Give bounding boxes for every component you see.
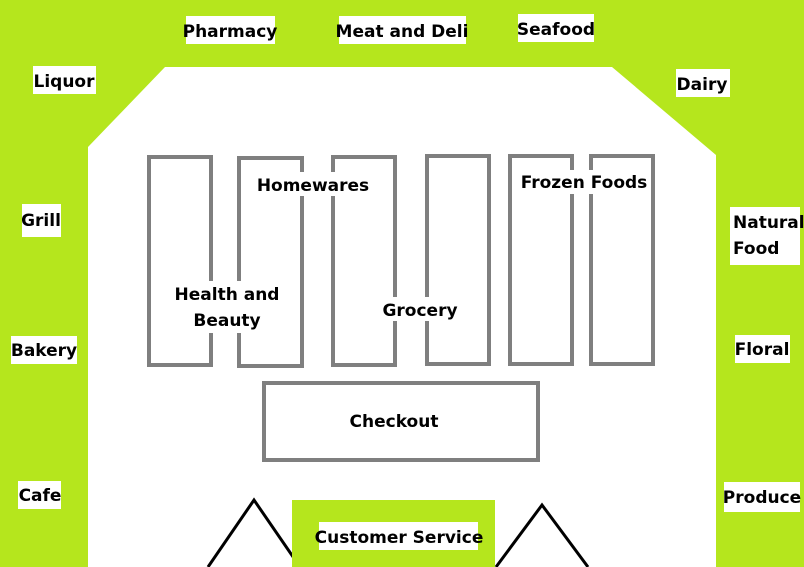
perimeter-label-backgrounds (11, 14, 800, 512)
section-health-beauty-line2: Beauty (193, 311, 260, 331)
entrance-doors (206, 497, 590, 567)
section-checkout: Checkout (350, 412, 439, 432)
dept-grill: Grill (21, 211, 61, 231)
aisle-3 (331, 155, 397, 367)
aisles (147, 154, 655, 368)
dept-produce: Produce (723, 488, 801, 508)
entrance-door-right (494, 502, 590, 567)
dept-natural-food-line1: Natural (733, 213, 804, 233)
aisle-4 (425, 154, 491, 366)
dept-dairy: Dairy (677, 75, 728, 95)
aisle-1 (147, 155, 213, 367)
dept-cafe: Cafe (19, 486, 62, 506)
dept-liquor: Liquor (34, 72, 96, 92)
checkout-counter (262, 381, 540, 462)
perimeter-labels: Pharmacy Meat and Deli Seafood Liquor Da… (11, 20, 804, 508)
section-frozen-foods: Frozen Foods (521, 173, 648, 193)
dept-pharmacy: Pharmacy (183, 22, 278, 42)
entrance-door-left (206, 497, 302, 567)
dept-bakery: Bakery (11, 341, 77, 361)
section-homewares: Homewares (257, 176, 369, 196)
section-customer-service: Customer Service (315, 528, 484, 548)
section-health-beauty-line1: Health and (175, 285, 280, 305)
floor-labels: Homewares Frozen Foods Health and Beauty… (175, 170, 648, 550)
dept-floral: Floral (735, 340, 790, 360)
section-grocery: Grocery (382, 301, 457, 321)
dept-meat-and-deli: Meat and Deli (336, 22, 469, 42)
aisle-2 (237, 156, 304, 368)
dept-natural-food-line2: Food (733, 239, 779, 259)
aisle-5 (508, 154, 574, 366)
dept-seafood: Seafood (517, 20, 595, 40)
aisle-6 (589, 154, 655, 366)
